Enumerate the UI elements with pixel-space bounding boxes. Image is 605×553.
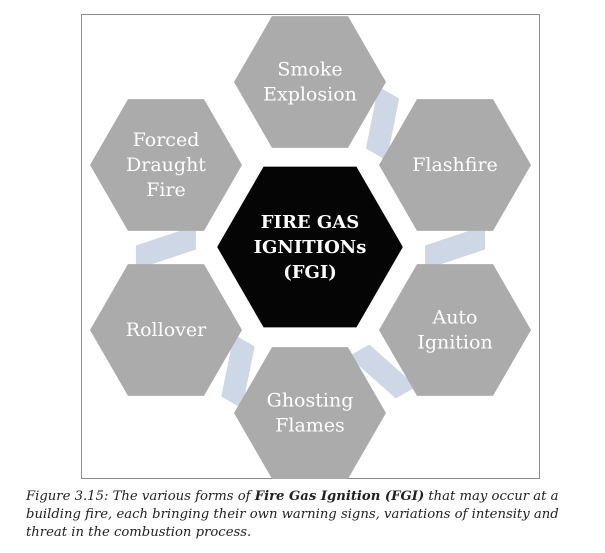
hex-label-line: FIRE GAS xyxy=(261,212,359,233)
hex-label-line: Fire xyxy=(146,179,186,201)
hex-label-line: Auto xyxy=(431,307,477,329)
connector-ghosting-rollover xyxy=(221,334,255,409)
connector-auto-ghosting xyxy=(348,344,417,399)
hex-node-flashfire: Flashfire xyxy=(379,99,531,231)
caption-prefix: Figure 3.15: The various forms of xyxy=(26,489,255,504)
connector-rollover-forced xyxy=(136,225,196,270)
hexagon-shape xyxy=(234,347,386,479)
hex-label-line: Rollover xyxy=(126,319,207,341)
hex-label-line: Ghosting xyxy=(267,390,354,412)
hex-label-line: Explosion xyxy=(263,84,357,106)
connector-flashfire-auto xyxy=(425,225,485,270)
hexagon-shape xyxy=(234,16,386,148)
hex-label-line: Flames xyxy=(275,415,345,437)
hex-node-rollover: Rollover xyxy=(90,264,242,396)
hexagon-layer: SmokeExplosionFlashfireAutoIgnitionGhost… xyxy=(90,16,531,479)
hexagon-shape xyxy=(90,99,242,231)
hexagon-shape xyxy=(379,99,531,231)
hex-node-center: FIRE GAS IGNITIONs (FGI) xyxy=(214,164,406,330)
hex-label-line: IGNITIONs xyxy=(254,237,367,258)
connector-layer xyxy=(136,86,485,409)
hexagon-shape xyxy=(379,264,531,396)
hex-label-line: Flashfire xyxy=(412,154,498,176)
hex-label-line: Ignition xyxy=(417,332,492,354)
hex-label-line: Forced xyxy=(133,129,200,151)
figure-caption: Figure 3.15: The various forms of Fire G… xyxy=(26,488,586,542)
caption-suffix: that may occur at a building fire, each … xyxy=(26,489,559,540)
center-hexagon-shape xyxy=(214,164,406,330)
connector-smoke-flashfire xyxy=(365,86,400,161)
hex-label-line: Draught xyxy=(126,154,206,176)
caption-bold: Fire Gas Ignition (FGI) xyxy=(254,489,425,504)
hex-label-line: (FGI) xyxy=(283,262,337,283)
hexagon-shape xyxy=(90,264,242,396)
hex-label-line: Smoke xyxy=(277,59,342,81)
